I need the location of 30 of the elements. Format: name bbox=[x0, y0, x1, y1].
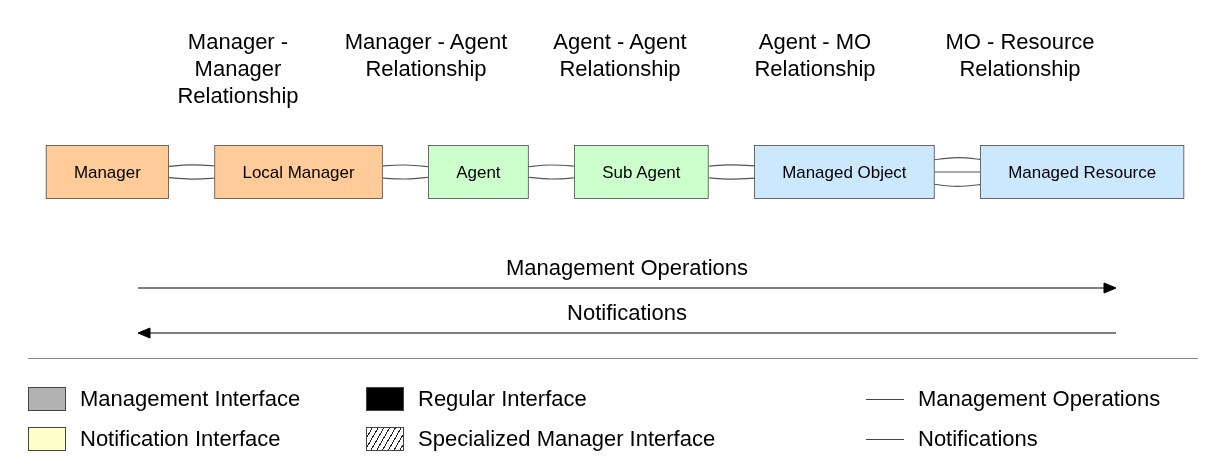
legend-label: Notifications bbox=[918, 426, 1038, 452]
relationship-heading: MO - Resource Relationship bbox=[944, 28, 1096, 82]
connector bbox=[167, 177, 216, 180]
node-box: Agent bbox=[428, 145, 529, 199]
legend-label: Notification Interface bbox=[80, 426, 281, 452]
operation-label: Management Operations bbox=[504, 255, 750, 281]
node-box: Managed Resource bbox=[980, 145, 1185, 199]
connector bbox=[527, 176, 576, 180]
relationship-heading: Agent - MO Relationship bbox=[753, 28, 877, 82]
node-box: Manager bbox=[45, 145, 169, 199]
connector bbox=[707, 177, 755, 180]
node-box: Managed Object bbox=[754, 145, 935, 199]
relationship-heading: Manager - Manager Relationship bbox=[176, 28, 300, 109]
connector bbox=[527, 164, 576, 168]
connector bbox=[167, 164, 216, 167]
legend-label: Specialized Manager Interface bbox=[418, 426, 716, 452]
connector bbox=[933, 183, 982, 187]
node-box: Local Manager bbox=[214, 145, 383, 199]
node-box: Sub Agent bbox=[574, 145, 709, 199]
legend-label: Management Operations bbox=[918, 386, 1161, 412]
legend-label: Regular Interface bbox=[418, 386, 587, 412]
operation-label: Notifications bbox=[566, 300, 688, 326]
connector bbox=[933, 157, 982, 161]
connector bbox=[707, 164, 755, 167]
connector bbox=[381, 164, 430, 168]
relationship-heading: Manager - Agent Relationship bbox=[343, 28, 509, 82]
relationship-heading: Agent - Agent Relationship bbox=[552, 28, 688, 82]
connector bbox=[381, 176, 430, 180]
legend-label: Management Interface bbox=[80, 386, 301, 412]
connector bbox=[933, 171, 982, 173]
